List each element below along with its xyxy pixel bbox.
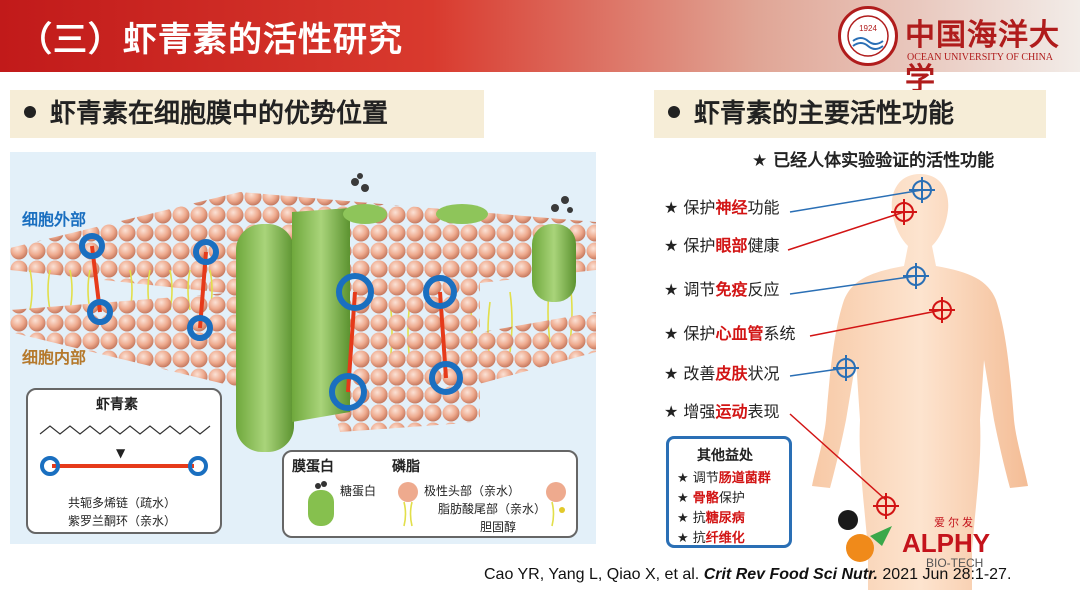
left-section-heading: 虾青素在细胞膜中的优势位置 [10, 90, 484, 138]
tail-label: 脂肪酸尾部（亲水） [438, 502, 547, 516]
page-title: （三）虾青素的活性研究 [18, 20, 403, 60]
ring-label: 紫罗兰酮环（亲水） [68, 514, 177, 528]
function-item: ★ 保护心血管系统 [664, 324, 796, 343]
function-item: ★ 调节免疫反应 [664, 280, 780, 299]
watermark-sub: BIO-TECH [926, 556, 984, 570]
university-name-en: OCEAN UNIVERSITY OF CHINA [907, 52, 1054, 63]
benefit-item: ★ 调节肠道菌群 [677, 471, 771, 486]
astaxanthin-structure-box: 虾青素 ▼ 共轭多烯链（疏水） 紫罗兰酮环（亲水） [26, 388, 222, 534]
function-item: ★ 保护神经功能 [664, 198, 780, 217]
benefit-item: ★ 抗糖尿病 [677, 511, 745, 526]
right-subheading: ★ 已经人体实验验证的活性功能 [752, 151, 995, 171]
watermark-logo-icon [838, 510, 892, 562]
chain-label: 共轭多烯链（疏水） [68, 496, 177, 510]
right-section-heading: 虾青素的主要活性功能 [654, 90, 1046, 138]
protein-icon [308, 481, 334, 526]
function-item: ★ 增强运动表现 [664, 402, 780, 421]
legend-box: 膜蛋白 磷脂 糖蛋白 极性头部（亲水） 脂肪酸尾部（亲水） 胆固醇 [282, 450, 578, 538]
arrow-down-icon: ▼ [116, 446, 126, 460]
watermark-brand: ALPHY [902, 528, 991, 558]
molecule-structure-icon [39, 425, 211, 435]
legend-lipid-title: 磷脂 [392, 459, 420, 475]
bullet-icon [668, 105, 680, 118]
function-item: ★ 保护眼部健康 [664, 236, 780, 255]
function-item: ★ 改善皮肤状况 [664, 364, 780, 383]
benefit-item: ★ 骨骼保护 [677, 491, 745, 506]
outside-label: 细胞外部 [22, 210, 87, 229]
phospholipid-cholesterol-icon [546, 482, 566, 527]
other-benefits-title: 其他益处 [697, 448, 753, 464]
university-seal-icon: 1924 [838, 6, 898, 66]
citation: Cao YR, Yang L, Qiao X, et al. Crit Rev … [484, 566, 1012, 583]
other-benefits-box: 其他益处 ★ 调节肠道菌群 ★ 骨骼保护 ★ 抗糖尿病 ★ 抗纤维化 [666, 436, 792, 548]
human-body-icon [812, 174, 1028, 590]
molecule-title: 虾青素 [96, 397, 138, 413]
benefit-item: ★ 抗纤维化 [677, 531, 745, 546]
phospholipid-icon [398, 482, 418, 527]
inside-label: 细胞内部 [22, 348, 87, 367]
cholesterol-label: 胆固醇 [480, 520, 517, 534]
target-icon [873, 493, 899, 519]
watermark-cn: 爱尔发 [934, 516, 976, 529]
university-name-cn: 中国海洋大学 [905, 18, 1060, 97]
bullet-icon [24, 105, 36, 118]
glycoprotein-label: 糖蛋白 [340, 484, 377, 498]
title-banner [0, 0, 1080, 72]
molecule-schematic-icon [40, 456, 208, 476]
membrane-svg [10, 173, 596, 452]
legend-protein-title: 膜蛋白 [292, 459, 334, 475]
svg-text:1924: 1924 [859, 24, 877, 33]
head-label: 极性头部（亲水） [424, 484, 521, 498]
connector-lines [787, 177, 955, 500]
